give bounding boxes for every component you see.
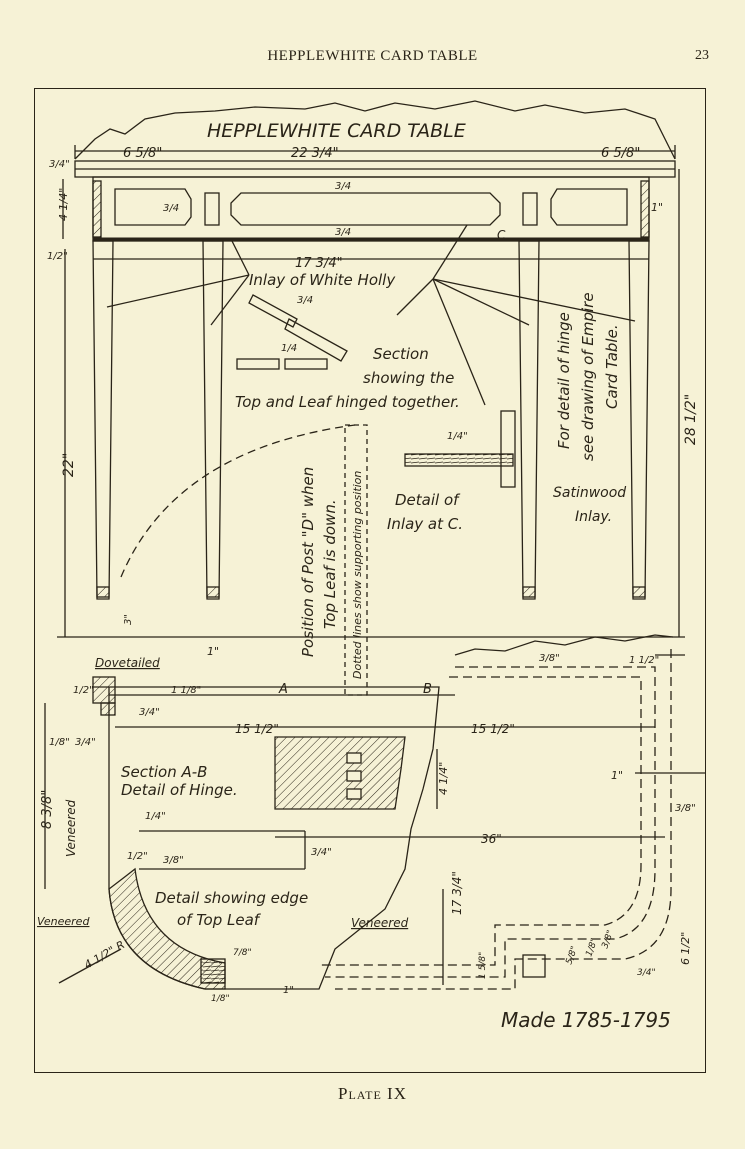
dim-bottom-band: 1/2"	[47, 251, 68, 262]
total-depth: 17 3/4"	[450, 871, 464, 915]
dovetailed-label: Dovetailed	[95, 656, 160, 670]
plan-break-line	[454, 634, 674, 656]
plan-leaf-dashed	[325, 666, 656, 978]
leg-inner-left	[202, 240, 224, 600]
section-ab-1: Section A-B	[121, 763, 207, 781]
dim-overall-height: 28 1/2"	[683, 394, 699, 445]
plan-left-d: 3/4"	[75, 737, 96, 748]
apron-width: 1"	[611, 769, 623, 782]
dim-top-right: 6 5/8"	[601, 146, 640, 161]
tabletop-break-line	[74, 100, 676, 160]
total-width: 36"	[481, 832, 502, 846]
plan-overall: 8 3/8"	[40, 790, 55, 829]
edge-b: 3/4"	[311, 847, 332, 858]
point-a: A	[278, 682, 288, 697]
corner-r: 4 1/2" R	[82, 938, 127, 971]
dim-leg-gap: 1"	[207, 645, 219, 658]
made-date: Made 1785-1795	[501, 1008, 671, 1032]
half-right: 15 1/2"	[471, 722, 515, 736]
corner-d: 3/4"	[637, 968, 656, 978]
plan-left-b: 1 1/8"	[171, 685, 201, 696]
post-d-1: Position of Post "D" when	[299, 467, 317, 657]
panel-center	[230, 192, 501, 226]
dotted-lines-label: Dotted lines show supporting position	[351, 471, 364, 679]
detail-c-1: Detail of	[395, 491, 461, 509]
corner-a: 1 5/8"	[478, 952, 488, 979]
dim-hinge-leaf: 3/4	[297, 295, 313, 306]
plan-corner: 1 1/2"	[629, 655, 659, 666]
swing-arc	[120, 424, 356, 578]
panel-right	[550, 188, 628, 226]
section-label-2: showing the	[363, 369, 454, 387]
dim-apron-height: 4 1/4"	[57, 188, 70, 221]
dim-panel-a: 3/4	[335, 181, 351, 192]
edge-c: 1/2"	[127, 851, 148, 862]
section-label-1: Section	[373, 345, 429, 363]
half-left: 15 1/2"	[235, 722, 279, 736]
dim-inlay-width: 3/4	[163, 203, 179, 214]
hinge-depth: 4 1/4"	[437, 762, 450, 795]
corner-c: 6 1/2"	[679, 932, 692, 965]
dim-leg-height: 22"	[61, 453, 77, 477]
dim-top-left: 6 5/8"	[123, 146, 162, 161]
edge-a: 1/4"	[145, 811, 166, 822]
leg-left	[92, 240, 114, 600]
veneered-mid: Veneered	[351, 916, 409, 930]
edge-detail-1: Detail showing edge	[155, 889, 308, 907]
point-c: C.	[497, 228, 509, 242]
bottom-b: 1"	[283, 985, 294, 996]
inlay-c-detail	[404, 453, 514, 467]
technical-drawing: HEPPLEWHITE CARD TABLE 6 5/8" 22 3/4" 6 …	[37, 100, 705, 1032]
section-ab-2: Detail of Hinge.	[121, 781, 238, 799]
section-label-3: Top and Leaf hinged together.	[235, 393, 460, 411]
corner-f: 1/8"	[584, 937, 600, 958]
edge-d: 3/8"	[163, 855, 184, 866]
plate-caption: Plate IX	[338, 1084, 407, 1103]
edge-detail-2: of Top Leaf	[177, 911, 262, 929]
inlay-holly-label: Inlay of White Holly	[249, 271, 396, 289]
dovetail-block	[92, 676, 116, 704]
plate-frame: HEPPLEWHITE CARD TABLE 6 5/8" 22 3/4" 6 …	[34, 88, 706, 1073]
post-d-2: Top Leaf is down.	[321, 499, 339, 629]
corner-e: 5/8"	[564, 945, 580, 966]
hinge-detail-3: Card Table.	[603, 324, 621, 409]
plan-left-a: 1/2"	[73, 685, 94, 696]
dim-panel-b: 3/4	[335, 227, 351, 238]
dim-side-margin: 1"	[651, 201, 663, 214]
drawing-title: HEPPLEWHITE CARD TABLE	[207, 120, 466, 142]
leg-right	[628, 240, 650, 600]
satinwood-1: Satinwood	[553, 485, 626, 501]
leg-inner-right	[518, 240, 540, 600]
corner-b: 7/8"	[233, 948, 252, 958]
plan-top: 3/8"	[539, 653, 560, 664]
dim-inlay-c: 1/4"	[447, 431, 468, 442]
hinge-section	[274, 736, 406, 810]
satinwood-2: Inlay.	[575, 509, 612, 525]
plan-hinge: 3/4"	[139, 707, 160, 718]
bottom-a: 1/8"	[211, 994, 230, 1004]
dim-top-thickness: 3/4"	[49, 159, 70, 170]
veneered-vertical: Veneered	[64, 799, 78, 857]
plan-left-c: 1/8"	[49, 737, 70, 748]
page-number: 23	[695, 48, 709, 63]
dim-hinge-drop: 1/4	[281, 343, 297, 354]
hinge-detail-2: see drawing of Empire	[579, 292, 597, 461]
dim-leg-foot: 3"	[123, 614, 134, 625]
hinge-sketch	[248, 294, 348, 362]
post-d	[344, 424, 368, 696]
veneered-left: Veneered	[37, 915, 90, 928]
edge-right: 3/8"	[675, 803, 696, 814]
panel-left	[114, 188, 192, 226]
dim-top-center: 22 3/4"	[291, 146, 339, 161]
hinge-detail-1: For detail of hinge	[555, 312, 573, 449]
detail-c-2: Inlay at C.	[387, 515, 463, 533]
running-head: HEPPLEWHITE CARD TABLE	[267, 48, 478, 64]
point-b: B	[423, 682, 432, 697]
dim-rail-span: 17 3/4"	[295, 256, 343, 271]
